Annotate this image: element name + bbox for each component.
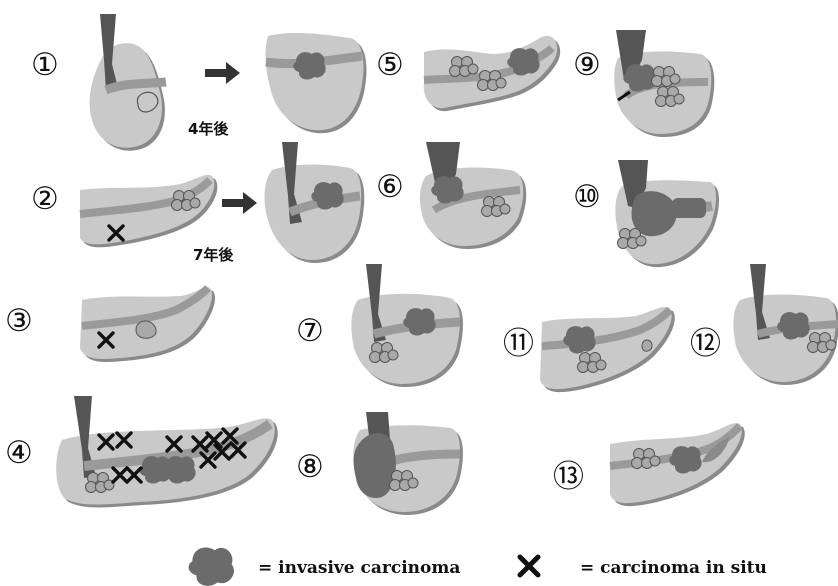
case-number-4: ④ [5,438,33,469]
case-number-8: ⑧ [296,452,324,483]
pancreas-6 [420,142,526,249]
pancreas-2-after [265,142,365,263]
case-number-12: ⑫ [690,329,721,360]
case-number-2: ② [31,184,59,215]
pancreas-8 [353,412,463,515]
interval-label-7y: 7年後 [193,244,233,265]
legend-insitu-label: = carcinoma in situ [580,558,767,578]
cross-icon [520,557,538,575]
case-number-10: ⑩ [573,182,601,213]
arrow-right-icon [222,192,257,214]
case-number-6: ⑥ [376,172,404,203]
case-number-13: ⑬ [553,462,584,493]
case-number-5: ⑤ [376,50,404,81]
pancreas-1-after [266,33,367,133]
case-number-9: ⑨ [573,50,601,81]
legend-invasive-label: = invasive carcinoma [258,558,460,578]
pancreas-9 [614,30,714,137]
arrow-right-icon [205,62,240,84]
case-number-11: ⑪ [503,329,534,360]
pancreas-10 [615,160,719,267]
pancreas-13 [610,423,745,506]
pancreas-12 [733,264,838,385]
pancreas-4 [56,396,278,508]
tumor-icon [189,547,234,585]
interval-label-4y: 4年後 [188,118,228,139]
case-number-3: ③ [5,306,33,337]
pancreas-7 [351,264,463,387]
case-number-1: ① [31,50,59,81]
case-number-7: ⑦ [296,316,324,347]
pancreas-3 [80,287,215,362]
pancreas-2 [80,175,217,247]
pancreas-1 [90,14,166,151]
pancreas-11 [540,307,675,392]
pancreas-5 [424,36,560,111]
